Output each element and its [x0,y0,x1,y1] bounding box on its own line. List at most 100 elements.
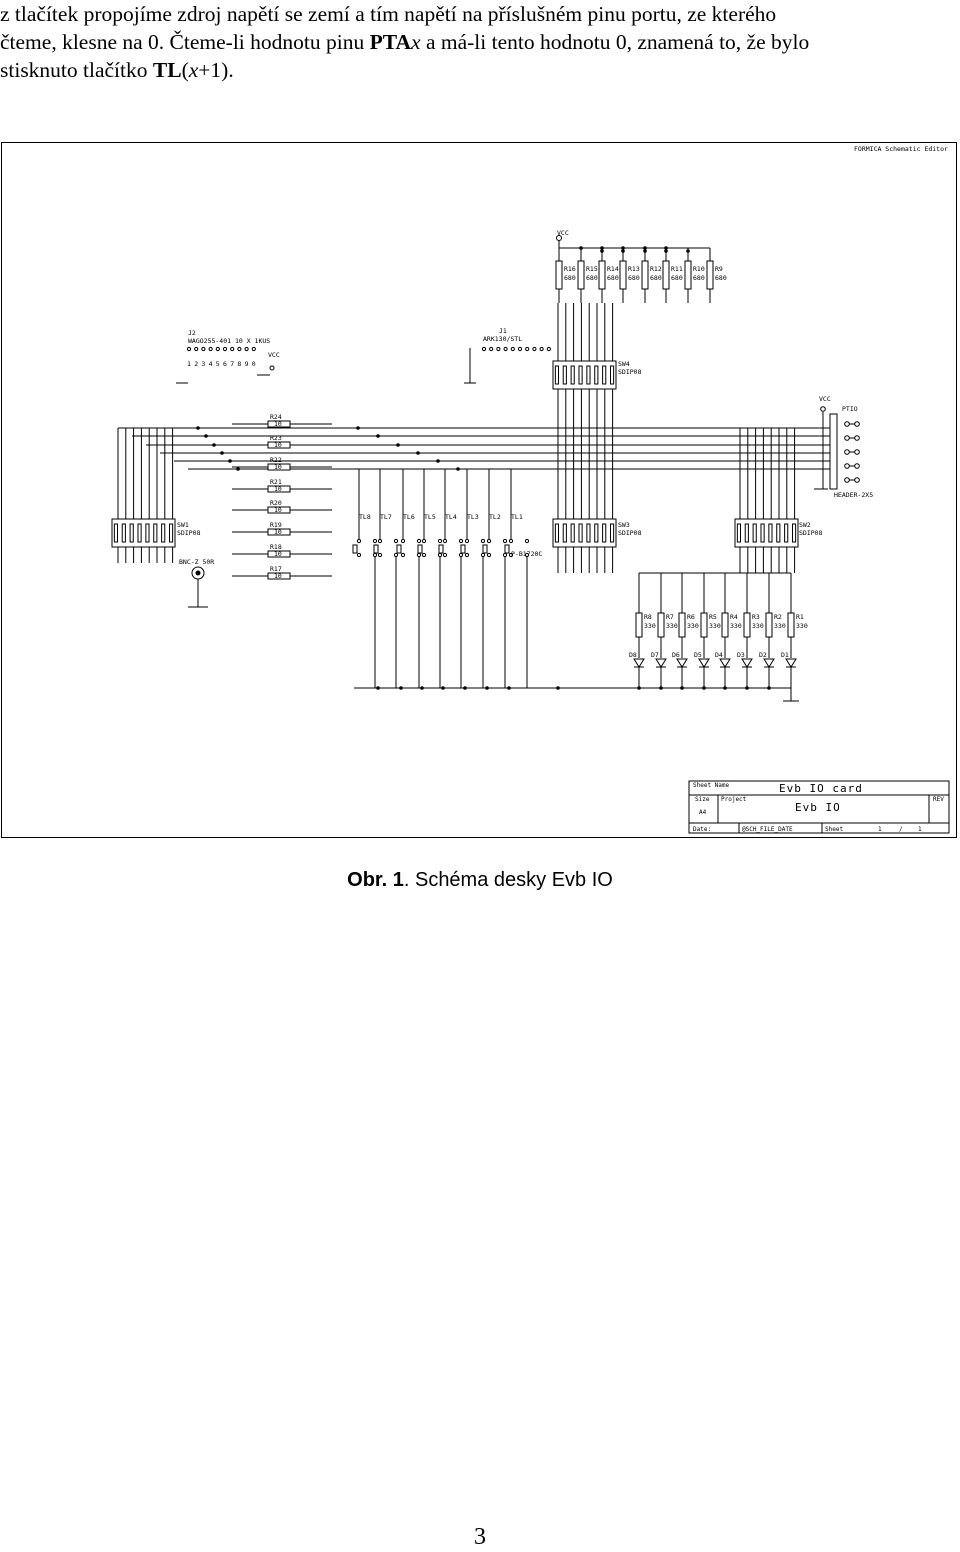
pta-bold: PTA [369,30,412,54]
editor-label: FORMICA Schematic Editor [854,145,948,153]
resistor-r14 [598,260,606,290]
resistor-value-r14: 680 [607,274,619,282]
resistor-label-r5: R5 [709,613,717,621]
resistor-r21 [267,485,291,493]
resistor-r5 [700,612,708,638]
sw4-part: SDIP08 [618,368,642,376]
led-d5 [698,658,710,668]
button-label-tl3: TL3 [467,513,479,521]
resistor-value-r12: 680 [650,274,662,282]
resistor-label-r12: R12 [650,265,662,273]
vcc-terminal-top [556,235,562,241]
resistor-label-r11: R11 [671,265,683,273]
j2-pin-4: 4 [209,360,213,368]
tb-project-label: Project [721,796,747,803]
bnc-label: BNC-Z 50R [179,558,214,566]
j2-pin-10: 0 [252,360,256,368]
sw2-label: SW2 [799,521,811,529]
resistor-value-r7: 330 [666,622,678,630]
led-label-d8: D8 [629,651,637,659]
dip-switch-sw3 [552,518,617,548]
tl-bold: TL [152,58,182,82]
button-label-tl4: TL4 [445,513,457,521]
resistor-value-r6: 330 [687,622,699,630]
resistor-r9 [706,260,714,290]
led-d7 [655,658,667,668]
resistor-r11 [662,260,670,290]
led-d6 [676,658,688,668]
j2-pin-5: 5 [216,360,220,368]
resistor-value-r9: 680 [715,274,727,282]
resistor-label-r24: R24 [270,413,282,421]
resistor-value-r10: 680 [693,274,705,282]
resistor-label-r16: R16 [564,265,576,273]
ptio-header-left [829,413,838,490]
figure-caption: Obr. 1. Schéma desky Evb IO [0,866,960,894]
button-label-tl6: TL6 [403,513,415,521]
sw2-part: SDIP08 [799,529,823,537]
vcc-top-label: VCC [557,229,569,237]
j2-pin-3: 3 [201,360,205,368]
resistor-r6 [678,612,686,638]
resistor-value-r13: 680 [628,274,640,282]
j2-pin-6: 6 [223,360,227,368]
resistor-label-r9: R9 [715,265,723,273]
resistor-r22 [267,463,291,471]
resistor-value-r1: 330 [796,622,808,630]
led-label-d7: D7 [651,651,659,659]
title-block [688,780,950,834]
x-italic-2: x [188,58,199,82]
resistor-r23 [267,441,291,449]
resistor-r8 [635,612,643,638]
tb-sheet-sep: / [899,826,903,833]
resistor-value-r22: 10 [274,463,282,471]
paragraph-line-3-rest: +1). [198,58,234,82]
resistor-value-r5: 330 [709,622,721,630]
resistor-r7 [657,612,665,638]
resistor-label-r18: R18 [270,543,282,551]
resistor-value-r15: 680 [586,274,598,282]
resistor-value-r17: 10 [274,572,282,580]
led-d1 [785,658,797,668]
resistor-value-r21: 10 [274,485,282,493]
button-label-tl8: TL8 [359,513,371,521]
led-d3 [741,658,753,668]
vcc-terminal-ptio [820,406,826,412]
resistor-r2 [765,612,773,638]
resistor-value-r20: 10 [274,506,282,514]
resistor-label-r23: R23 [270,434,282,442]
tb-size-label: Size [695,796,710,803]
push-button-tl1 [504,544,510,554]
vcc-terminal-j2 [269,365,275,371]
led-label-d4: D4 [715,651,723,659]
paragraph-line-3-text: stisknuto tlačítko [0,58,153,82]
dip-switch-sw4 [552,360,617,390]
button-label-tl7: TL7 [380,513,392,521]
led-d2 [763,658,775,668]
led-label-d1: D1 [781,651,789,659]
ptio-label: PTIO [842,405,858,413]
resistor-r12 [641,260,649,290]
resistor-r19 [267,528,291,536]
resistor-label-r7: R7 [666,613,674,621]
resistor-label-r1: R1 [796,613,804,621]
resistor-r16 [555,260,563,290]
resistor-r3 [743,612,751,638]
resistor-label-r19: R19 [270,521,282,529]
j2-pin-2: 2 [194,360,198,368]
resistor-r13 [619,260,627,290]
tb-project-value: Evb IO [795,801,841,814]
tb-sheet-name-label: Sheet Name [693,782,730,789]
resistor-value-r4: 330 [730,622,742,630]
resistor-label-r10: R10 [693,265,705,273]
resistor-label-r21: R21 [270,478,282,486]
vcc-j2-label: VCC [268,351,280,359]
resistor-value-r24: 10 [274,420,282,428]
vcc-ptio-label: VCC [819,395,831,403]
resistor-r10 [684,260,692,290]
resistor-value-r18: 10 [274,550,282,558]
push-button-tl5 [417,544,423,554]
push-button-tl8 [352,544,358,554]
resistor-label-r8: R8 [644,613,652,621]
